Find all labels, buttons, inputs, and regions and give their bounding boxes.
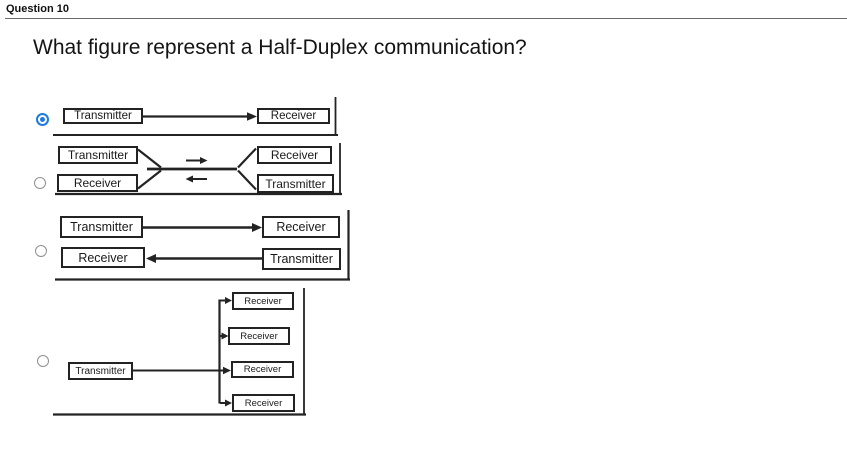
transmitter-box: Transmitter bbox=[58, 146, 138, 164]
diagonal-line bbox=[137, 169, 162, 190]
question-text: What figure represent a Half-Duplex comm… bbox=[33, 36, 527, 59]
arrowhead-right-icon bbox=[252, 223, 262, 232]
arrowhead-left-icon bbox=[146, 254, 156, 263]
arrowhead-right-icon bbox=[221, 332, 229, 340]
receiver-box: Receiver bbox=[61, 247, 145, 268]
transmitter-box: Transmitter bbox=[257, 174, 334, 193]
option-3-radio[interactable] bbox=[35, 245, 47, 257]
receiver-box: Receiver bbox=[232, 292, 294, 310]
arrowhead-right-icon bbox=[247, 112, 257, 121]
transmitter-box: Transmitter bbox=[60, 216, 143, 238]
diagonal-line bbox=[137, 148, 162, 169]
transmitter-box: Transmitter bbox=[262, 248, 341, 270]
diagonal-line bbox=[237, 169, 257, 191]
transmitter-box: Transmitter bbox=[68, 362, 133, 380]
option-4-radio[interactable] bbox=[37, 355, 49, 367]
receiver-box: Receiver bbox=[232, 394, 295, 412]
receiver-box: Receiver bbox=[257, 108, 330, 124]
arrowhead-right-icon bbox=[225, 297, 232, 304]
figure-4-broadcast-lines bbox=[53, 288, 306, 416]
receiver-box: Receiver bbox=[57, 174, 138, 192]
arrowhead-right-icon bbox=[200, 157, 208, 164]
figure-3-dual-channel-lines bbox=[55, 210, 350, 281]
receiver-box: Receiver bbox=[262, 216, 340, 238]
header-divider bbox=[5, 18, 847, 19]
figure-2-shared-channel-lines bbox=[55, 143, 342, 196]
transmitter-box: Transmitter bbox=[63, 108, 143, 124]
receiver-box: Receiver bbox=[231, 361, 294, 378]
option-2-radio[interactable] bbox=[34, 177, 46, 189]
receiver-box: Receiver bbox=[228, 327, 290, 345]
option-1-radio[interactable] bbox=[36, 113, 49, 126]
question-number-label: Question 10 bbox=[6, 3, 69, 15]
diagonal-line bbox=[237, 147, 257, 169]
arrowhead-right-icon bbox=[225, 399, 232, 407]
arrowhead-left-icon bbox=[185, 175, 193, 183]
receiver-box: Receiver bbox=[257, 146, 332, 164]
arrowhead-right-icon bbox=[223, 366, 231, 375]
figure-1-simplex-lines bbox=[53, 97, 338, 136]
